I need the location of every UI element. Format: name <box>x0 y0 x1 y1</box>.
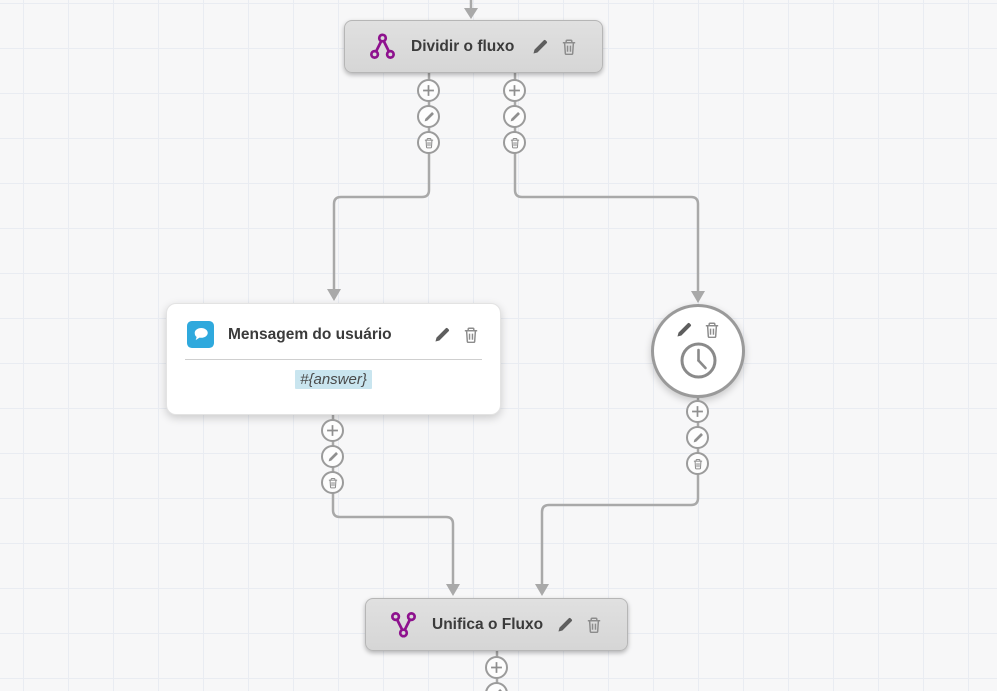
trash-icon <box>510 137 519 148</box>
pencil-icon <box>693 432 703 442</box>
trash-icon <box>693 458 702 469</box>
delete-connection-button[interactable] <box>686 452 709 475</box>
edit-node-button[interactable] <box>432 325 451 344</box>
pencil-icon <box>510 111 520 121</box>
plus-icon <box>491 662 502 673</box>
clock-icon <box>678 340 719 381</box>
edit-connection-button[interactable] <box>321 445 344 468</box>
node-user-message[interactable]: Mensagem do usuário #{answer} <box>166 303 501 415</box>
plus-icon <box>509 85 520 96</box>
node-title: Dividir o fluxo <box>411 37 515 55</box>
pencil-icon <box>328 451 338 461</box>
pencil-icon <box>434 327 449 342</box>
trash-icon <box>464 327 477 343</box>
split-flow-icon <box>369 33 396 60</box>
add-step-button[interactable] <box>417 79 440 102</box>
edit-connection-button[interactable] <box>686 426 709 449</box>
connector-split-to-message <box>332 154 431 290</box>
pencil-icon <box>677 322 692 337</box>
add-step-button[interactable] <box>503 79 526 102</box>
node-title: Mensagem do usuário <box>228 325 392 343</box>
pencil-icon <box>532 39 547 54</box>
edit-connection-button[interactable] <box>503 105 526 128</box>
arrowhead-merge-left <box>446 584 460 596</box>
plus-icon <box>327 425 338 436</box>
trash-icon <box>328 477 337 488</box>
connector-message-to-merge <box>331 494 455 585</box>
arrowhead-incoming <box>464 8 478 19</box>
node-merge-flow[interactable]: Unifica o Fluxo <box>365 598 628 651</box>
delete-node-button[interactable] <box>559 37 578 56</box>
trash-icon <box>424 137 433 148</box>
trash-icon <box>705 322 719 338</box>
merge-flow-icon <box>390 611 417 638</box>
delete-connection-button[interactable] <box>321 471 344 494</box>
edit-node-button[interactable] <box>555 615 574 634</box>
arrowhead-timer <box>691 291 705 303</box>
node-split-flow[interactable]: Dividir o fluxo <box>344 20 603 73</box>
delete-node-button[interactable] <box>584 615 603 634</box>
add-step-button[interactable] <box>686 400 709 423</box>
arrowhead-merge-right <box>535 584 549 596</box>
plus-icon <box>423 85 434 96</box>
delete-node-button[interactable] <box>461 325 480 344</box>
delete-connection-button[interactable] <box>503 131 526 154</box>
edit-node-button[interactable] <box>675 320 694 339</box>
edit-node-button[interactable] <box>530 37 549 56</box>
chat-bubble-icon <box>187 321 214 348</box>
edit-connection-button[interactable] <box>485 682 508 691</box>
edit-connection-button[interactable] <box>417 105 440 128</box>
add-step-button[interactable] <box>485 656 508 679</box>
pencil-icon <box>557 617 572 632</box>
plus-icon <box>692 406 703 417</box>
delete-connection-button[interactable] <box>417 131 440 154</box>
divider <box>185 359 482 360</box>
trash-icon <box>587 617 600 633</box>
add-step-button[interactable] <box>321 419 344 442</box>
variable-chip: #{answer} <box>295 370 372 389</box>
node-timer[interactable] <box>651 304 745 398</box>
arrowhead-message <box>327 289 341 301</box>
connector-timer-to-merge <box>540 475 700 585</box>
connector-split-to-timer <box>513 154 700 292</box>
delete-node-button[interactable] <box>703 320 722 339</box>
trash-icon <box>562 39 575 55</box>
pencil-icon <box>424 111 434 121</box>
node-title: Unifica o Fluxo <box>432 615 544 633</box>
pencil-icon <box>497 688 502 691</box>
